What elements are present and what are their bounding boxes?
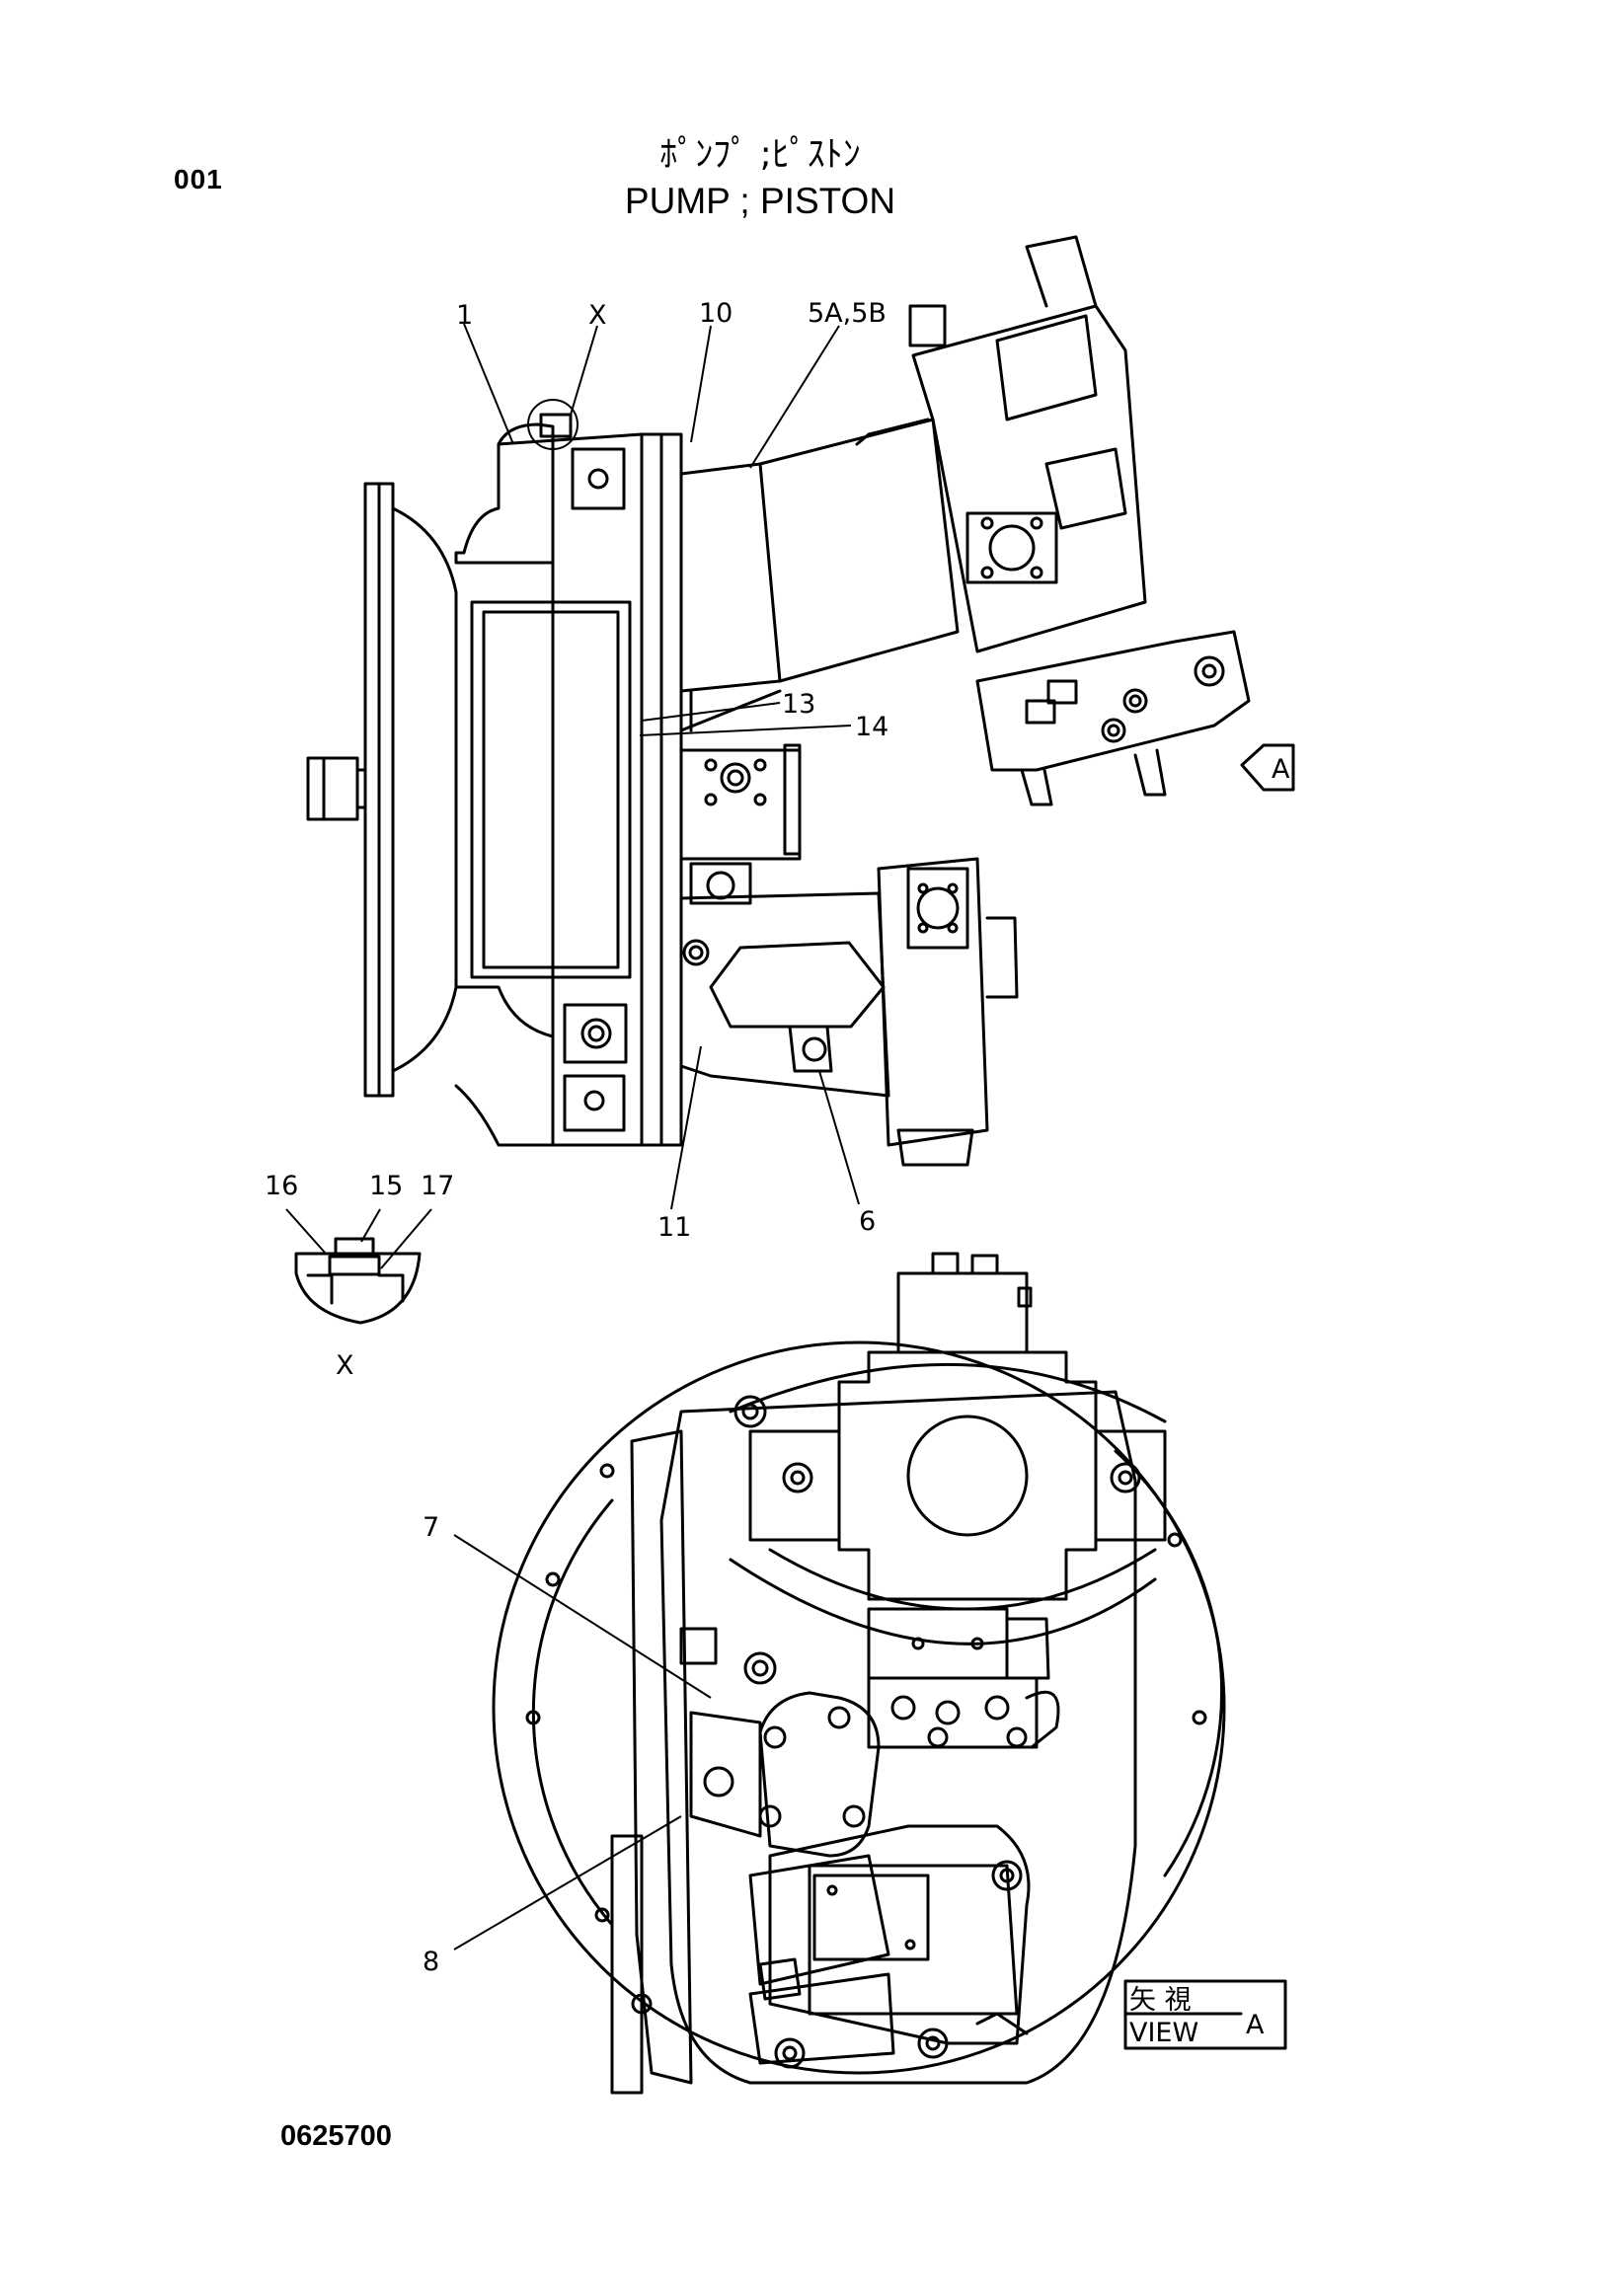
- page-number: 001: [174, 164, 223, 194]
- pump-end-view: [492, 1252, 1226, 2095]
- callout-labels: 1 X 10 5A,5B 13 14 11 6 16 15 17 X A 7 8: [265, 298, 1290, 1977]
- callout-6: 6: [859, 1206, 876, 1237]
- view-tag-japanese: 矢 視: [1129, 1985, 1192, 2016]
- callout-17: 17: [421, 1171, 454, 1201]
- detail-x-label: X: [336, 1350, 354, 1381]
- callout-13: 13: [782, 689, 815, 720]
- callout-7: 7: [423, 1512, 439, 1543]
- leader-lines: [285, 323, 860, 1951]
- view-tag: 矢 視 VIEW A: [1129, 1985, 1265, 2048]
- callout-1: 1: [456, 300, 473, 331]
- callout-10: 10: [699, 298, 733, 329]
- callout-14: 14: [855, 712, 888, 742]
- title-english: PUMP ; PISTON: [624, 181, 896, 221]
- title-block: ﾎﾟﾝﾌﾟ ;ﾋﾟｽﾄﾝ PUMP ; PISTON: [582, 132, 938, 225]
- title-japanese: ﾎﾟﾝﾌﾟ ;ﾋﾟｽﾄﾝ: [659, 134, 861, 175]
- view-arrow-a: [1240, 743, 1295, 792]
- detail-x: [294, 1237, 422, 1325]
- pump-side-view: [306, 235, 1251, 1167]
- view-arrow-a-label: A: [1272, 754, 1290, 785]
- callout-16: 16: [265, 1171, 298, 1201]
- drawing-number: 0625700: [280, 2120, 392, 2152]
- callout-5a-5b: 5A,5B: [808, 298, 887, 329]
- callout-11: 11: [657, 1212, 691, 1243]
- callout-x: X: [588, 300, 607, 331]
- view-tag-letter: A: [1246, 2010, 1265, 2040]
- view-tag-english: VIEW: [1129, 2018, 1198, 2048]
- callout-8: 8: [423, 1947, 439, 1977]
- callout-15: 15: [369, 1171, 403, 1201]
